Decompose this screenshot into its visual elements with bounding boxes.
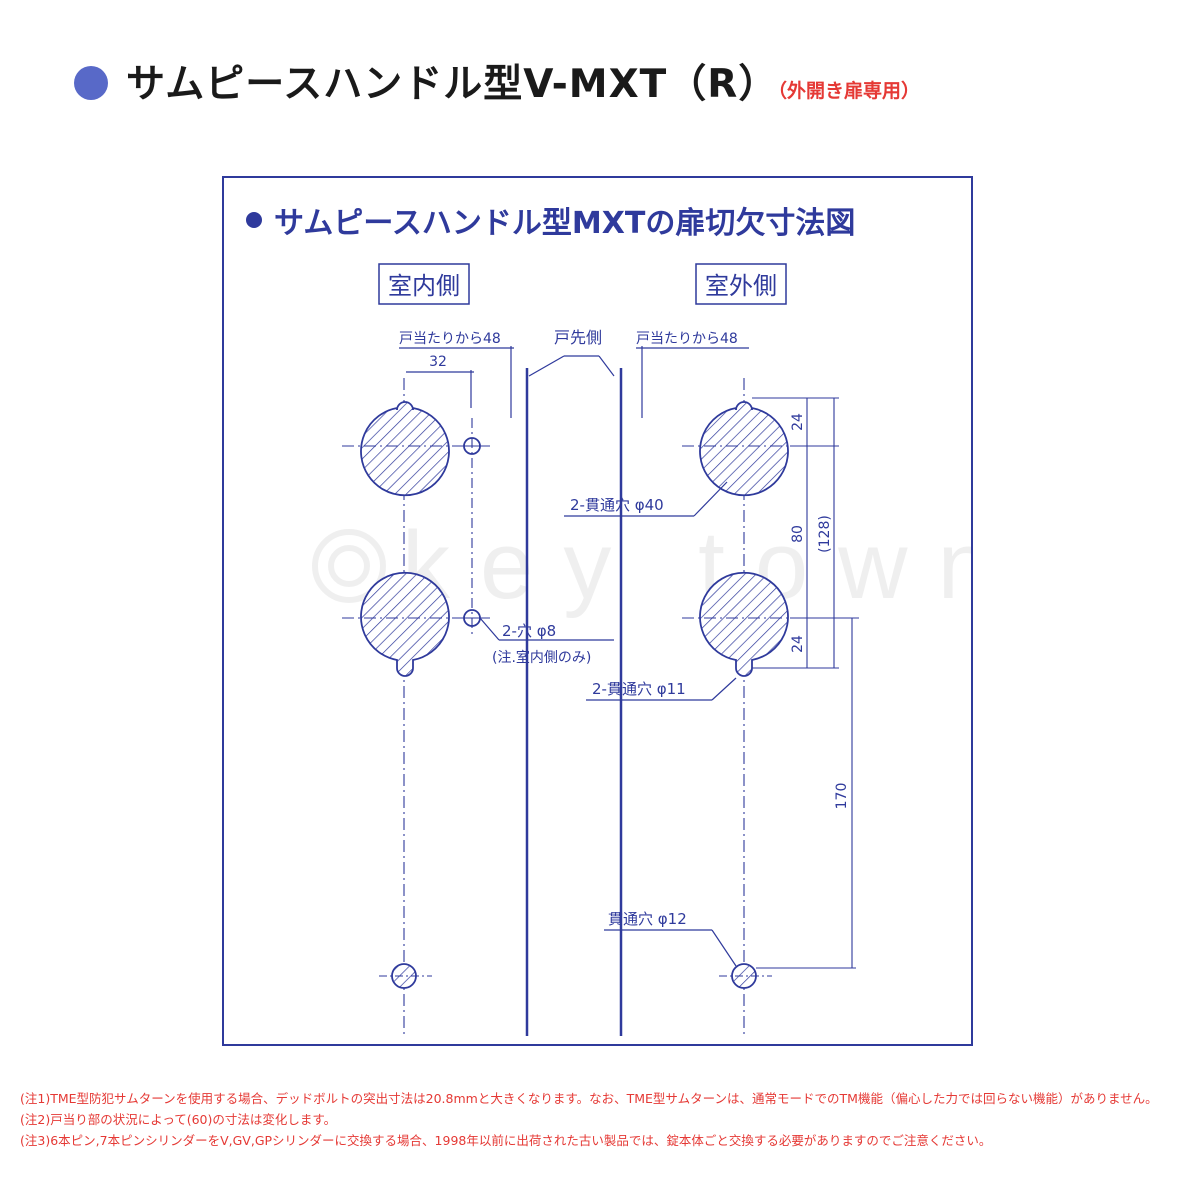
- diagram-frame: key town サムピースハンドル型MXTの扉切欠寸法図 室内側 室外側 戸当…: [222, 176, 973, 1046]
- dim-24-top: 24: [790, 413, 806, 431]
- label-door-edge: 戸先側: [554, 328, 602, 347]
- dim-32: 32: [429, 354, 447, 370]
- label-hole-11: 2-貫通穴 φ11: [592, 680, 686, 698]
- label-hole-40: 2-貫通穴 φ40: [570, 496, 664, 514]
- door-cutout-diagram: key town サムピースハンドル型MXTの扉切欠寸法図 室内側 室外側 戸当…: [246, 206, 971, 1038]
- outside-bottom-hole: [682, 571, 809, 677]
- page-header: サムピースハンドル型V-MXT（R） （外開き扉専用）: [74, 58, 1174, 118]
- dim-170: 170: [834, 783, 850, 810]
- dim-80: 80: [790, 525, 806, 543]
- page-title: サムピースハンドル型V-MXT（R）: [126, 62, 779, 107]
- dim-24-bottom: 24: [790, 635, 806, 653]
- inside-top-hole: [342, 401, 466, 497]
- dim-from-stop-right: 戸当たりから48: [636, 331, 738, 347]
- label-hole-12: 貫通穴 φ12: [608, 910, 687, 928]
- notes-section: (注1)TME型防犯サムターンを使用する場合、デッドボルトの突出寸法は20.8m…: [20, 1088, 1190, 1151]
- inside-bottom-hole: [342, 571, 466, 677]
- note-1: (注1)TME型防犯サムターンを使用する場合、デッドボルトの突出寸法は20.8m…: [20, 1091, 1158, 1106]
- note-3: (注3)6本ピン,7本ピンシリンダーをV,GV,GPシリンダーに交換する場合、1…: [20, 1133, 992, 1148]
- page-subtitle: （外開き扉専用）: [768, 80, 921, 102]
- label-outside: 室外側: [705, 272, 777, 300]
- watermark-text: key town: [402, 512, 971, 619]
- label-hole-8-note: (注.室内側のみ): [492, 649, 591, 666]
- dim-from-stop-left: 戸当たりから48: [399, 331, 501, 347]
- label-inside: 室内側: [388, 272, 460, 300]
- watermark: key town: [312, 512, 971, 619]
- label-outside-box: [695, 263, 787, 305]
- title-bullet-icon: [246, 212, 262, 228]
- label-inside-box: [378, 263, 470, 305]
- bullet-dot-icon: [74, 66, 108, 100]
- label-hole-8: 2-穴 φ8: [502, 622, 556, 640]
- outside-top-hole: [682, 401, 809, 497]
- note-2: (注2)戸当り部の状況によって(60)の寸法は変化します。: [20, 1112, 337, 1127]
- dim-128: (128): [817, 515, 833, 553]
- diagram-title: サムピースハンドル型MXTの扉切欠寸法図: [274, 206, 855, 241]
